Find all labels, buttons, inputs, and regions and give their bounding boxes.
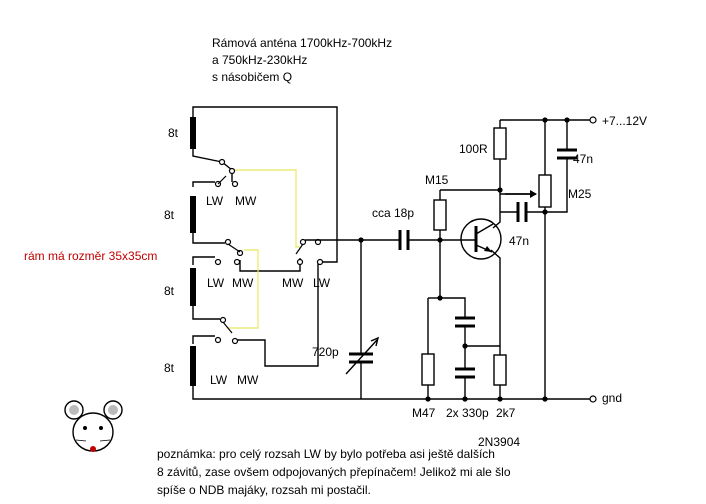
resistor-m47: [421, 353, 435, 386]
frame-size-note: rám má rozměr 35x35cm: [24, 249, 157, 263]
main-lw-label: LW: [313, 276, 331, 290]
coil-4-label: 8t: [164, 361, 175, 375]
resistor-m47-label: M47: [412, 406, 436, 420]
band-switch-contacts: [214, 158, 324, 345]
transistor-2n3904: [440, 218, 502, 260]
coil-3: [190, 268, 196, 306]
s2-mw-label: MW: [235, 194, 257, 208]
resistor-100r: [493, 127, 507, 160]
resistor-2k7-label: 2k7: [496, 406, 516, 420]
potentiometer-m25: [505, 174, 552, 208]
vcc-label: +7...12V: [602, 114, 647, 128]
coil-2-label: 8t: [164, 208, 175, 222]
capacitor-47n-mid-label: 47n: [509, 234, 529, 248]
capacitors-2x330p-label: 2x 330p: [446, 406, 489, 420]
coil-1: [190, 117, 196, 149]
tuning-capacitor: [345, 336, 380, 375]
note-line-1: poznámka: pro celý rozsah LW by bylo pot…: [157, 447, 495, 461]
coil-3-label: 8t: [164, 284, 175, 298]
s3-mw-label: MW: [232, 276, 254, 290]
s4-mw-label: MW: [237, 373, 259, 387]
note-line-3: spíše o NDB majáky, rozsah mi postačil.: [157, 483, 371, 497]
capacitor-47n-top: [557, 148, 577, 160]
mouse-mascot-icon: [64, 400, 123, 452]
capacitors-2x330p: [455, 316, 475, 379]
s3-lw-label: LW: [207, 276, 225, 290]
resistor-100r-label: 100R: [459, 142, 488, 156]
gnd-terminal: [589, 395, 597, 403]
coupling-capacitor-label: cca 18p: [372, 206, 414, 220]
vcc-terminal: [589, 116, 597, 124]
title-line-3: s násobičem Q: [212, 70, 292, 84]
potentiometer-m25-label: M25: [568, 187, 592, 201]
main-mw-label: MW: [282, 276, 304, 290]
junction-dots: [358, 117, 570, 402]
tuning-capacitor-label: 720p: [312, 345, 339, 359]
gnd-label: gnd: [602, 391, 622, 405]
transistor-label: 2N3904: [478, 435, 520, 449]
capacitor-47n-top-label: 47n: [573, 152, 593, 166]
coupling-capacitor: [398, 230, 410, 250]
resistor-2k7: [493, 354, 507, 386]
s4-lw-label: LW: [210, 373, 228, 387]
note-line-2: 8 závitů, zase ovšem odpojovaných přepín…: [157, 465, 511, 479]
band-switch-levers: [217, 175, 304, 334]
coil-4: [190, 346, 196, 386]
coil-1-label: 8t: [168, 126, 179, 140]
resistor-m15-label: M15: [425, 173, 449, 187]
title-line-1: Rámová anténa 1700kHz-700kHz: [212, 36, 392, 50]
title-line-2: a 750kHz-230kHz: [212, 53, 307, 67]
coil-2: [190, 196, 196, 233]
signal-wiring: [305, 119, 590, 399]
frame-antenna-wiring: [192, 106, 590, 400]
s2-lw-label: LW: [206, 194, 224, 208]
resistor-m15: [433, 199, 447, 231]
capacitor-47n-mid: [516, 202, 528, 222]
